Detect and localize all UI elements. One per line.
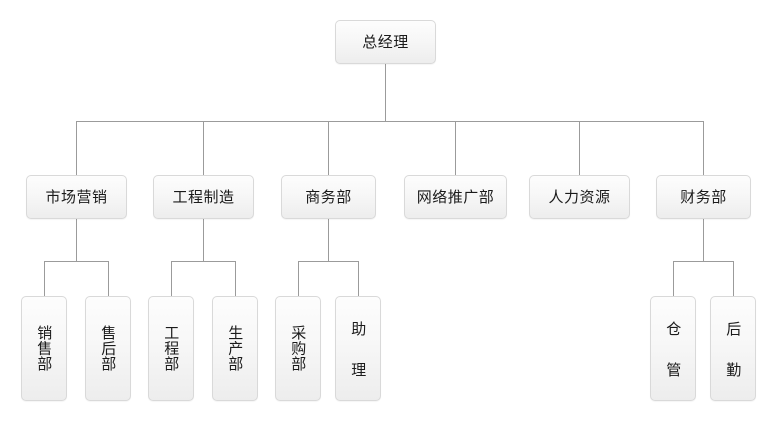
node-label: 采购部 [289, 325, 308, 372]
connector-engineering-bar [171, 261, 236, 262]
node-label: 助理 [349, 320, 368, 403]
node-production-department[interactable]: 生产部 [212, 296, 258, 401]
connector-marketing-to-aftersales [108, 261, 109, 296]
connector-business-bar [298, 261, 359, 262]
node-label: 总经理 [362, 32, 409, 51]
node-human-resources[interactable]: 人力资源 [529, 175, 630, 219]
connector-finance-to-logistics [733, 261, 734, 296]
connector-finance-to-warehouse [673, 261, 674, 296]
connector-bus-to-marketing [76, 121, 77, 175]
node-label: 后勤 [724, 320, 743, 403]
node-label: 售后部 [99, 325, 118, 372]
node-general-manager[interactable]: 总经理 [335, 20, 436, 64]
connector-bus-to-hr [579, 121, 580, 175]
node-label: 工程部 [162, 325, 181, 372]
connector-business-to-assistant [358, 261, 359, 296]
connector-bus-to-network [455, 121, 456, 175]
connector-level2-bus [76, 121, 704, 122]
node-warehouse-management[interactable]: 仓管 [650, 296, 696, 403]
connector-marketing-drop [76, 219, 77, 261]
connector-engineering-to-engdept [171, 261, 172, 296]
connector-marketing-bar [44, 261, 109, 262]
node-label: 网络推广部 [416, 187, 495, 206]
node-finance-department[interactable]: 财务部 [656, 175, 751, 219]
node-sales-department[interactable]: 销售部 [21, 296, 67, 401]
node-business-department[interactable]: 商务部 [281, 175, 376, 219]
connector-business-drop [328, 219, 329, 261]
connector-root-drop [385, 64, 386, 121]
connector-bus-to-business [328, 121, 329, 175]
connector-finance-drop [703, 219, 704, 261]
node-label: 销售部 [35, 325, 54, 372]
connector-bus-to-finance [703, 121, 704, 175]
connector-engineering-drop [203, 219, 204, 261]
node-label: 商务部 [305, 187, 352, 206]
node-label: 工程制造 [172, 187, 235, 206]
connector-bus-to-engineering [203, 121, 204, 175]
node-label: 生产部 [226, 325, 245, 372]
node-engineering-dept[interactable]: 工程部 [148, 296, 194, 401]
node-aftersales-department[interactable]: 售后部 [85, 296, 131, 401]
connector-business-to-purchasing [298, 261, 299, 296]
node-label: 人力资源 [548, 187, 611, 206]
node-marketing[interactable]: 市场营销 [26, 175, 127, 219]
connector-finance-bar [673, 261, 734, 262]
node-logistics[interactable]: 后勤 [710, 296, 756, 403]
connector-engineering-to-production [235, 261, 236, 296]
node-label: 市场营销 [45, 187, 108, 206]
node-label: 财务部 [680, 187, 727, 206]
node-network-promotion-department[interactable]: 网络推广部 [404, 175, 507, 219]
node-engineering-manufacturing[interactable]: 工程制造 [153, 175, 254, 219]
connector-marketing-to-sales [44, 261, 45, 296]
node-label: 仓管 [664, 320, 683, 403]
node-purchasing-department[interactable]: 采购部 [275, 296, 321, 401]
node-assistant[interactable]: 助理 [335, 296, 381, 403]
